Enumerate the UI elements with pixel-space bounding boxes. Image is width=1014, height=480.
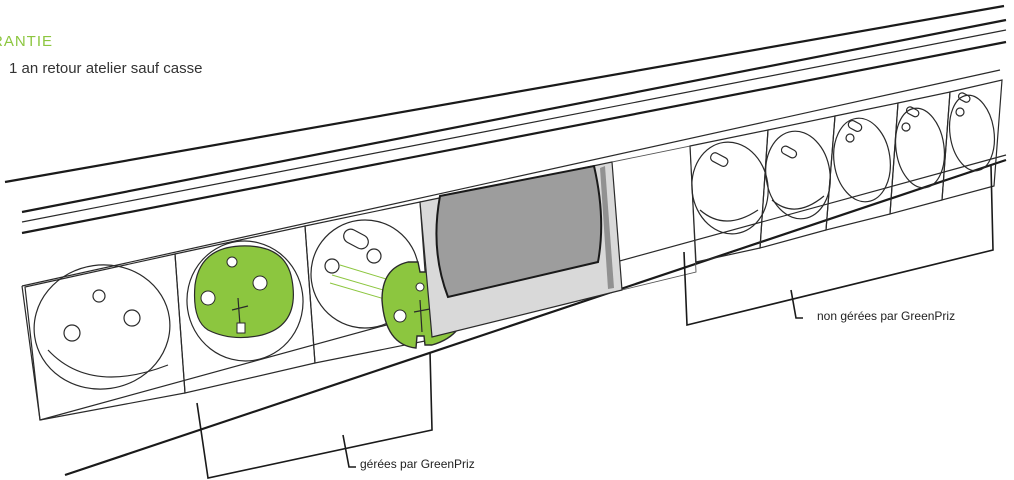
managed-sockets-label: gérées par GreenPriz — [360, 457, 475, 471]
socket-6 — [826, 103, 898, 230]
unmanaged-sockets-label: non gérées par GreenPriz — [817, 309, 955, 323]
display-screen — [420, 146, 696, 337]
socket-2 — [175, 226, 315, 393]
socket-1 — [25, 254, 185, 420]
unmanaged-sockets — [686, 80, 1002, 262]
socket-5 — [760, 116, 836, 248]
socket-8 — [942, 80, 1002, 200]
bracket-unmanaged — [684, 166, 993, 325]
